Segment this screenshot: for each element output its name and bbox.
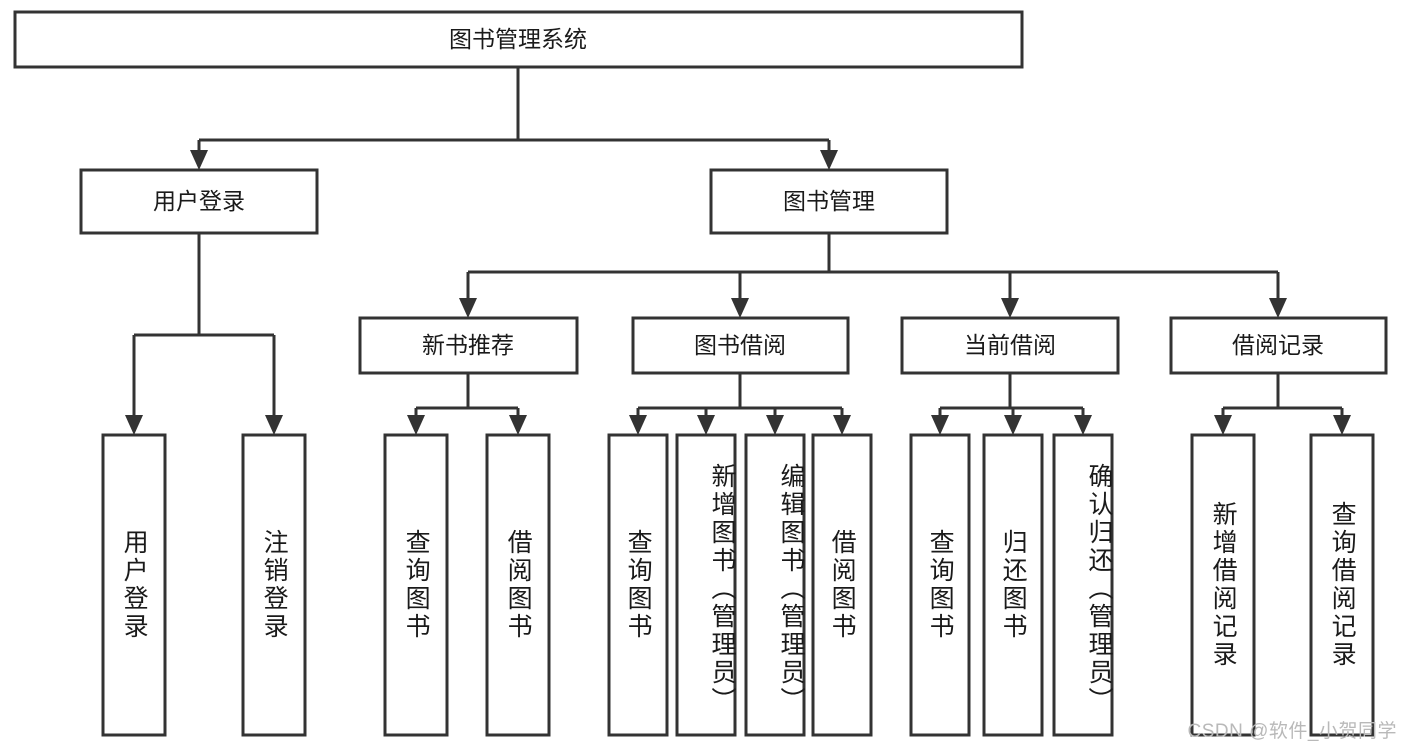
node-label: 图书管理系统 bbox=[449, 26, 587, 52]
arrow-head-icon bbox=[697, 415, 715, 435]
node-box bbox=[709, 168, 949, 235]
node-box bbox=[811, 433, 873, 737]
node-new-book-recommend[interactable]: 新书推荐 bbox=[358, 316, 579, 375]
leaf-node-add-book-admin[interactable] bbox=[675, 433, 737, 737]
connector-root-to-level2 bbox=[190, 67, 838, 170]
connector-user-login-to-leaves bbox=[125, 233, 283, 435]
arrow-head-icon bbox=[1269, 298, 1287, 318]
node-box bbox=[485, 433, 551, 737]
node-box bbox=[101, 433, 167, 737]
arrow-head-icon bbox=[629, 415, 647, 435]
arrow-head-icon bbox=[1074, 415, 1092, 435]
leaf-node-borrow-book[interactable] bbox=[811, 433, 873, 737]
leaf-node-edit-book-admin[interactable] bbox=[744, 433, 806, 737]
node-label: 图书管理 bbox=[783, 188, 875, 214]
node-box bbox=[607, 433, 669, 737]
arrow-head-icon bbox=[833, 415, 851, 435]
leaf-node-return-book[interactable] bbox=[982, 433, 1044, 737]
leaf-node-add-borrow-record[interactable] bbox=[1190, 433, 1256, 737]
node-label: 用户登录 bbox=[153, 188, 245, 214]
node-box bbox=[1309, 433, 1375, 737]
leaf-node-query-book-rec[interactable] bbox=[383, 433, 449, 737]
arrow-head-icon bbox=[766, 415, 784, 435]
node-label: 借阅记录 bbox=[1232, 332, 1324, 358]
node-book-management[interactable]: 图书管理 bbox=[709, 168, 949, 235]
arrow-head-icon bbox=[509, 415, 527, 435]
node-box bbox=[383, 433, 449, 737]
node-box bbox=[631, 316, 850, 375]
node-label: 图书借阅 bbox=[694, 332, 786, 358]
node-label: 新书推荐 bbox=[422, 332, 514, 358]
node-box bbox=[358, 316, 579, 375]
arrow-head-icon bbox=[459, 298, 477, 318]
node-box bbox=[982, 433, 1044, 737]
leaf-node-confirm-return-admin[interactable] bbox=[1052, 433, 1114, 737]
node-box bbox=[909, 433, 971, 737]
node-box bbox=[744, 433, 806, 737]
node-book-borrow[interactable]: 图书借阅 bbox=[631, 316, 850, 375]
arrow-head-icon bbox=[1333, 415, 1351, 435]
arrow-head-icon bbox=[1004, 415, 1022, 435]
arrow-head-icon bbox=[1214, 415, 1232, 435]
connector-borrow-record-to-leaves bbox=[1214, 373, 1351, 435]
node-box bbox=[13, 10, 1024, 69]
arrow-head-icon bbox=[820, 150, 838, 170]
node-box bbox=[79, 168, 319, 235]
leaf-node-borrow-book-rec[interactable] bbox=[485, 433, 551, 737]
leaf-node-user-login[interactable] bbox=[101, 433, 167, 737]
leaf-node-query-borrow-record[interactable] bbox=[1309, 433, 1375, 737]
leaf-node-query-book-current[interactable] bbox=[909, 433, 971, 737]
node-box bbox=[675, 433, 737, 737]
node-label: 当前借阅 bbox=[964, 332, 1056, 358]
arrow-head-icon bbox=[1001, 298, 1019, 318]
node-user-login[interactable]: 用户登录 bbox=[79, 168, 319, 235]
connector-new-book-rec-to-leaves bbox=[407, 373, 527, 435]
connector-book-mgmt-to-level3 bbox=[459, 233, 1287, 318]
node-box bbox=[1190, 433, 1256, 737]
leaf-node-logout[interactable] bbox=[241, 433, 307, 737]
node-box bbox=[1052, 433, 1114, 737]
csdn-watermark: CSDN @软件_小贺同学 bbox=[1187, 721, 1397, 742]
arrow-head-icon bbox=[265, 415, 283, 435]
connector-current-borrow-to-leaves bbox=[931, 373, 1092, 435]
node-current-borrow[interactable]: 当前借阅 bbox=[900, 316, 1120, 375]
connector-book-borrow-to-leaves bbox=[629, 373, 851, 435]
node-box bbox=[900, 316, 1120, 375]
arrow-head-icon bbox=[190, 150, 208, 170]
arrow-head-icon bbox=[125, 415, 143, 435]
node-borrow-record[interactable]: 借阅记录 bbox=[1169, 316, 1388, 375]
arrow-head-icon bbox=[731, 298, 749, 318]
leaf-node-query-book-borrow[interactable] bbox=[607, 433, 669, 737]
node-box bbox=[241, 433, 307, 737]
arrow-head-icon bbox=[931, 415, 949, 435]
arrow-head-icon bbox=[407, 415, 425, 435]
node-box bbox=[1169, 316, 1388, 375]
node-root-system[interactable]: 图书管理系统 bbox=[13, 10, 1024, 69]
